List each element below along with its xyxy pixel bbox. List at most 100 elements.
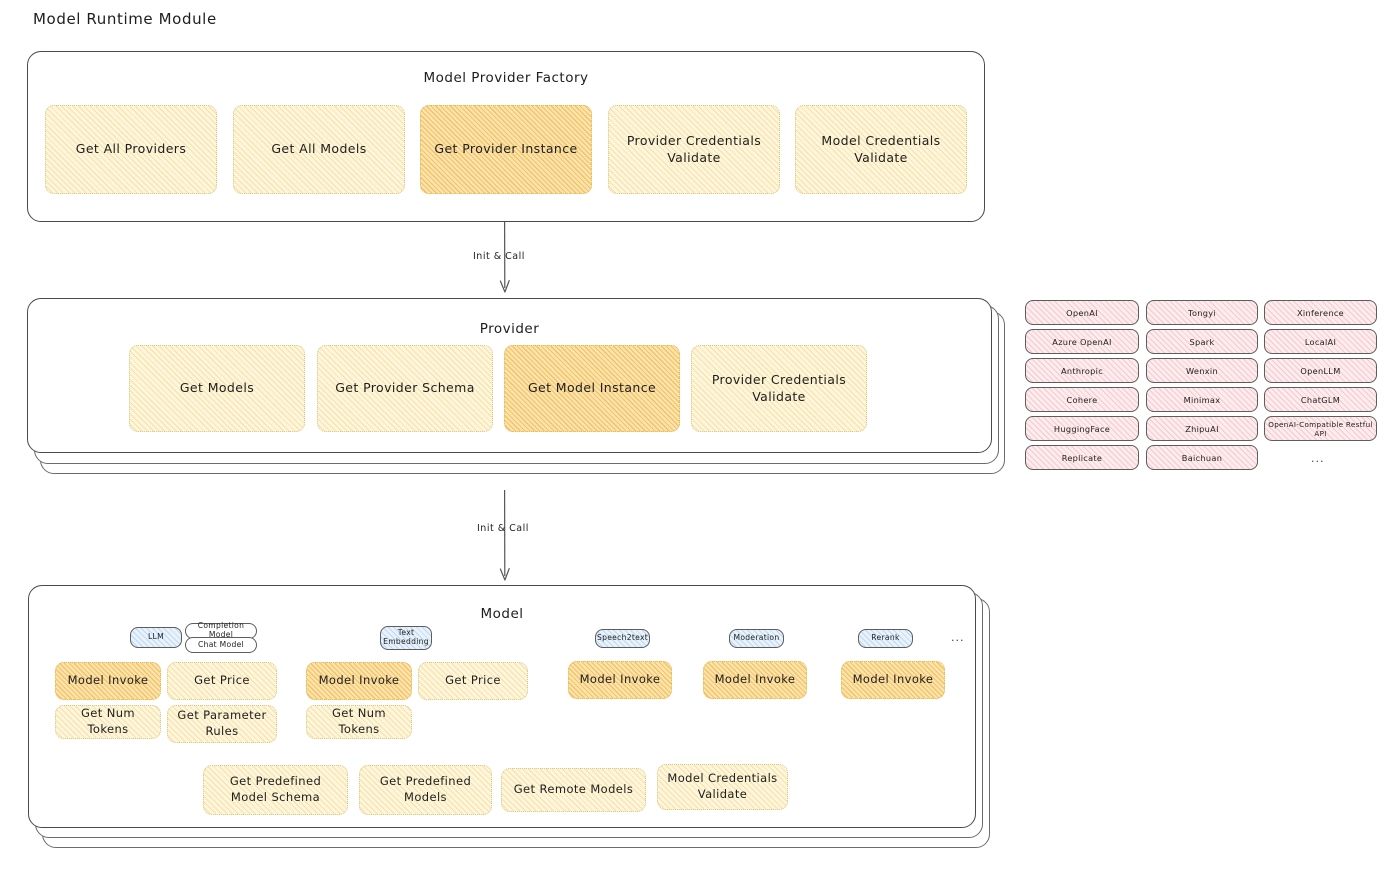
provider-chip-label: Xinference [1297,307,1344,318]
model-types-more-ellipsis: ... [951,631,965,644]
provider-chip-label: OpenAI [1066,307,1098,318]
provider-chip-label: Baichuan [1181,452,1223,463]
model-subbadge-chat-model[interactable]: Chat Model [185,637,257,653]
factory-box-label: Provider Credentials Validate [626,132,762,165]
provider-chip-baichuan[interactable]: Baichuan [1146,445,1258,470]
provider-list-more-ellipsis: ... [1311,452,1325,465]
provider-chip-anthropic[interactable]: Anthropic [1025,358,1139,383]
model-type-badge-rerank[interactable]: Rerank [858,629,913,648]
provider-chip-label: Tongyi [1188,307,1216,318]
provider-chip-openllm[interactable]: OpenLLM [1264,358,1377,383]
factory-box-model-credentials-validate[interactable]: Model Credentials Validate [795,105,967,194]
provider-box-label: Get Provider Schema [335,380,475,396]
factory-box-get-all-providers[interactable]: Get All Providers [45,105,217,194]
model-title: Model [480,606,524,622]
provider-chip-label: Cohere [1066,394,1098,405]
provider-title: Provider [479,321,540,337]
provider-chip-huggingface[interactable]: HuggingFace [1025,416,1139,441]
provider-chip-label: OpenAI-Compatible Restful API [1268,419,1373,438]
model-type-badge-label: Rerank [871,633,900,643]
fnbox-label: Get Price [445,673,501,688]
provider-box-provider-credentials-validate[interactable]: Provider Credentials Validate [691,345,867,432]
arrow-factory-to-provider [499,221,510,293]
factory-box-label: Get All Providers [75,141,187,157]
provider-chip-label: ChatGLM [1300,394,1341,405]
provider-box-label: Provider Credentials Validate [711,371,847,404]
provider-chip-label: ZhipuAI [1185,423,1219,434]
provider-box-get-models[interactable]: Get Models [129,345,305,432]
provider-chip-minimax[interactable]: Minimax [1146,387,1258,412]
provider-chip-label: Minimax [1183,394,1221,405]
provider-chip-label: OpenLLM [1300,365,1341,376]
model-type-badge-llm[interactable]: LLM [130,627,182,648]
provider-chip-cohere[interactable]: Cohere [1025,387,1139,412]
factory-box-label: Get Provider Instance [434,141,578,157]
text-embedding-box-get-num-tokens[interactable]: Get Num Tokens [306,705,412,739]
provider-chip-replicate[interactable]: Replicate [1025,445,1139,470]
fnbox-label: Get Remote Models [513,782,634,797]
fnbox-label: Model Invoke [67,673,149,688]
fnbox-label: Model Invoke [579,672,661,687]
llm-box-model-invoke[interactable]: Model Invoke [55,662,161,700]
provider-chip-chatglm[interactable]: ChatGLM [1264,387,1377,412]
factory-box-get-all-models[interactable]: Get All Models [233,105,405,194]
provider-chip-label: LocalAI [1304,336,1337,347]
llm-box-get-parameter-rules[interactable]: Get Parameter Rules [167,705,277,743]
llm-box-get-num-tokens[interactable]: Get Num Tokens [55,705,161,739]
provider-chip-azure-openai[interactable]: Azure OpenAI [1025,329,1139,354]
arrow-provider-to-model [499,489,510,581]
provider-chip-zhipuai[interactable]: ZhipuAI [1146,416,1258,441]
model-type-badge-speech2text[interactable]: Speech2text [595,629,650,648]
rerank-box-model-invoke[interactable]: Model Invoke [841,661,945,699]
fnbox-label: Get Parameter Rules [177,708,267,738]
text-embedding-box-model-invoke[interactable]: Model Invoke [306,662,412,700]
model-type-badge-label: Text Embedding [383,628,429,646]
fnbox-label: Get Num Tokens [331,706,387,736]
arrow-label-init-call-1: Init & Call [473,251,525,262]
provider-box-get-model-instance[interactable]: Get Model Instance [504,345,680,432]
model-subbadge-label: Completion Model [197,621,245,639]
fnbox-label: Get Num Tokens [80,706,136,736]
text-embedding-box-get-price[interactable]: Get Price [418,662,528,700]
model-common-box-model-credentials-validate[interactable]: Model Credentials Validate [657,764,788,810]
fnbox-label: Model Invoke [714,672,796,687]
llm-box-get-price[interactable]: Get Price [167,662,277,700]
provider-chip-label: Azure OpenAI [1052,336,1112,347]
model-common-box-get-predefined-models[interactable]: Get Predefined Models [359,765,492,815]
provider-chip-openai[interactable]: OpenAI [1025,300,1139,325]
provider-chip-label: Spark [1189,336,1215,347]
model-common-box-get-predefined-model-schema[interactable]: Get Predefined Model Schema [203,765,348,815]
provider-chip-label: Anthropic [1060,365,1104,376]
model-type-badge-label: Moderation [733,633,780,643]
provider-chip-spark[interactable]: Spark [1146,329,1258,354]
provider-chip-wenxin[interactable]: Wenxin [1146,358,1258,383]
provider-chip-label: Replicate [1061,452,1103,463]
model-subbadge-label: Chat Model [198,639,244,649]
fnbox-label: Model Invoke [852,672,934,687]
fnbox-label: Get Predefined Model Schema [229,774,322,804]
model-provider-factory-title: Model Provider Factory [423,70,589,86]
provider-box-label: Get Models [179,380,255,396]
moderation-box-model-invoke[interactable]: Model Invoke [703,661,807,699]
provider-chip-label: Wenxin [1186,365,1218,376]
model-type-badge-text-embedding[interactable]: Text Embedding [380,626,432,650]
provider-chip-localai[interactable]: LocalAI [1264,329,1377,354]
provider-chip-openai-compatible-restful-api[interactable]: OpenAI-Compatible Restful API [1264,416,1377,441]
page-title: Model Runtime Module [33,10,217,28]
factory-box-provider-credentials-validate[interactable]: Provider Credentials Validate [608,105,780,194]
factory-box-get-provider-instance[interactable]: Get Provider Instance [420,105,592,194]
provider-box-get-provider-schema[interactable]: Get Provider Schema [317,345,493,432]
speech2text-box-model-invoke[interactable]: Model Invoke [568,661,672,699]
fnbox-label: Get Predefined Models [379,774,472,804]
model-type-badge-label: Speech2text [596,633,649,643]
arrow-label-init-call-2: Init & Call [477,523,529,534]
model-common-box-get-remote-models[interactable]: Get Remote Models [501,768,646,812]
provider-chip-tongyi[interactable]: Tongyi [1146,300,1258,325]
provider-chip-xinference[interactable]: Xinference [1264,300,1377,325]
model-type-badge-moderation[interactable]: Moderation [729,629,784,648]
provider-chip-label: HuggingFace [1053,423,1111,434]
model-type-badge-label: LLM [148,632,164,642]
fnbox-label: Model Invoke [318,673,400,688]
provider-box-label: Get Model Instance [527,380,657,396]
